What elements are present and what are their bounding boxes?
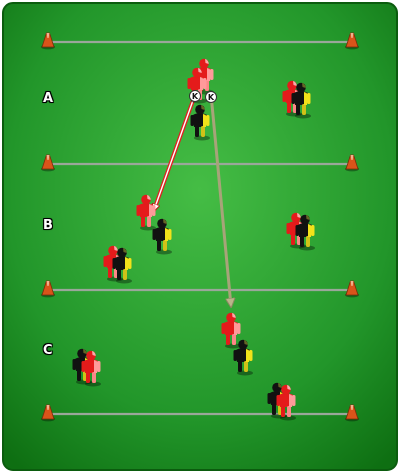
cone-icon	[345, 280, 359, 298]
cone-icon	[345, 32, 359, 50]
player-black	[190, 104, 210, 141]
zone-label-b: B	[43, 218, 53, 233]
player-pair-front	[291, 82, 311, 119]
cone-icon	[41, 154, 55, 172]
movement-arrows	[151, 91, 231, 306]
player-pair-front	[112, 247, 132, 284]
zone-label-c: C	[43, 343, 53, 358]
zone-lines	[52, 40, 348, 416]
player-pair-front	[81, 350, 101, 387]
player-black	[221, 312, 241, 349]
cones	[41, 32, 359, 422]
cone-icon	[345, 404, 359, 422]
ball-marker-icon: K	[189, 90, 201, 102]
pass-arrow-highlight	[154, 91, 197, 210]
cone-icon	[41, 280, 55, 298]
player-black	[233, 339, 253, 376]
players	[72, 58, 315, 421]
run-arrow	[209, 93, 231, 306]
player-pair-front	[276, 384, 296, 421]
player-black	[152, 218, 172, 255]
ball-marker-label: K	[192, 92, 199, 101]
cone-icon	[41, 404, 55, 422]
zone-label-a: A	[43, 91, 54, 106]
cone-icon	[345, 154, 359, 172]
player-pair-front	[295, 214, 315, 251]
cone-icon	[41, 32, 55, 50]
player-black	[136, 194, 156, 231]
ball-marker-label: K	[208, 93, 215, 102]
ball-marker-icon: K	[205, 91, 217, 103]
